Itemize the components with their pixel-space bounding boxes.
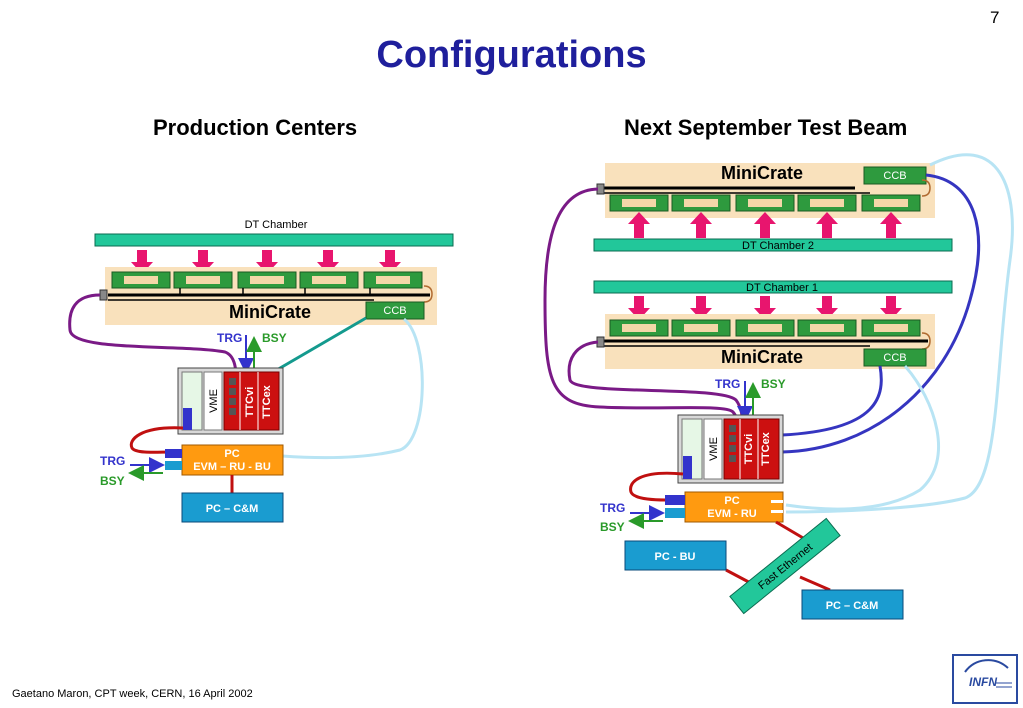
left-pc-line2: EVM – RU - BU [193, 461, 271, 473]
right-bottom-boards [609, 319, 921, 337]
right-minicrate-bottom-label: MiniCrate [721, 347, 803, 367]
slide-title: Configurations [376, 34, 647, 76]
page-number: 7 [990, 8, 1000, 27]
left-ext-bsy-label: BSY [100, 474, 125, 488]
left-pc-cm-label: PC – C&M [206, 503, 259, 515]
right-pc-bu [624, 540, 727, 571]
infn-logo-text: INFN [969, 675, 997, 689]
right-ccb-bottom [863, 348, 927, 367]
left-trg-label: TRG [217, 331, 242, 345]
right-chamber2-label: DT Chamber 2 [742, 240, 814, 252]
left-minicrate-label: MiniCrate [229, 302, 311, 322]
right-light-cable-bottom [785, 365, 941, 511]
right-ccb-bottom-label: CCB [883, 352, 906, 364]
right-ttcex-label: TTCex [760, 431, 772, 466]
left-pc-cm [181, 492, 284, 523]
right-pc-line1: PC [724, 495, 739, 507]
left-ccb [365, 301, 425, 320]
right-pc-bu-label: PC - BU [655, 551, 696, 563]
right-pc-cm-label: PC – C&M [826, 600, 879, 612]
left-ext-trg-label: TRG [100, 454, 125, 468]
right-vme-label: VME [708, 437, 720, 461]
right-top-boards [609, 194, 921, 212]
left-dt-chamber [94, 233, 454, 247]
right-trg-label: TRG [715, 377, 740, 391]
left-vme-label: VME [208, 389, 220, 413]
right-dt-chamber-2 [593, 238, 953, 252]
right-chamber1-label: DT Chamber 1 [746, 282, 818, 294]
left-ttcex-label: TTCex [261, 384, 273, 419]
left-pc-line1: PC [224, 448, 239, 460]
left-ttcvi-label: TTCvi [244, 387, 256, 418]
right-bsy-label: BSY [761, 377, 786, 391]
right-top-arrows [628, 212, 902, 238]
right-purple-cable-top [543, 187, 740, 429]
right-ccb-top-label: CCB [883, 170, 906, 182]
left-light-cable [281, 317, 424, 460]
footer: Gaetano Maron, CPT week, CERN, 16 April … [12, 688, 253, 700]
right-pc-line2: EVM - RU [707, 508, 757, 520]
right-minicrate-top-label: MiniCrate [721, 163, 803, 183]
right-blue-cable-bottom [781, 365, 883, 437]
right-blue-cable-top [781, 173, 981, 454]
fast-ethernet-label: Fast Ethernet [756, 541, 815, 592]
left-ccb-label: CCB [383, 305, 406, 317]
right-pc [684, 491, 784, 523]
right-dt-chamber-1 [593, 280, 953, 294]
left-bsy-label: BSY [262, 331, 287, 345]
left-purple-cable [68, 293, 238, 379]
infn-logo: INFN [952, 654, 1018, 704]
left-chamber-label: DT Chamber [245, 219, 308, 231]
right-heading: Next September Test Beam [624, 115, 908, 140]
right-light-cable-top [785, 153, 1014, 514]
right-ext-trg-label: TRG [600, 501, 625, 515]
left-boards [111, 271, 423, 289]
right-pc-cm [801, 589, 904, 620]
right-ext-bsy-label: BSY [600, 520, 625, 534]
left-heading: Production Centers [153, 115, 358, 140]
right-ttcvi-label: TTCvi [743, 434, 755, 465]
